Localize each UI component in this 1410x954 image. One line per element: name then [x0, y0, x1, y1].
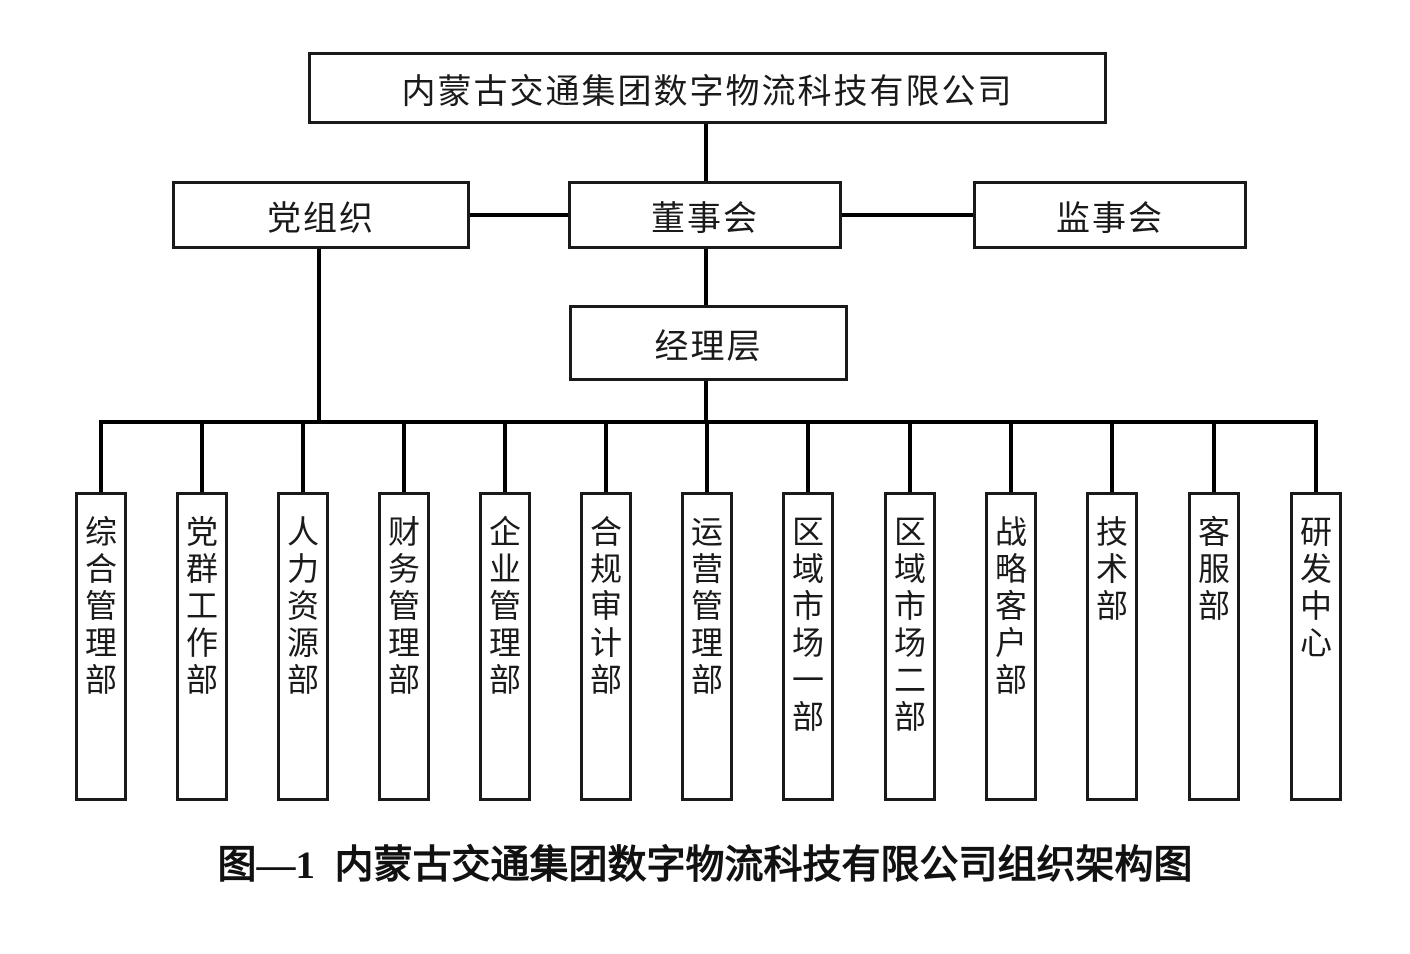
connector-bus-to-dept-13 [1314, 424, 1318, 492]
connector-bus-to-dept-6 [604, 424, 608, 492]
org-box-management: 经理层 [569, 305, 848, 381]
dept-box-operations-management: 运 营 管 理 部 [681, 492, 733, 801]
dept-box-human-resources: 人 力 资 源 部 [277, 492, 329, 801]
connector-bus-to-dept-7 [705, 424, 709, 492]
org-box-party-label: 党组织 [267, 200, 375, 238]
org-box-root: 内蒙古交通集团数字物流科技有限公司 [308, 52, 1107, 124]
dept-box-compliance-audit: 合 规 审 计 部 [580, 492, 632, 801]
dept-box-technology: 技 术 部 [1086, 492, 1138, 801]
connector-party-to-board [470, 213, 568, 217]
org-box-root-label: 内蒙古交通集团数字物流科技有限公司 [401, 73, 1014, 111]
org-box-supervisory: 监事会 [973, 181, 1247, 249]
connector-bus-to-dept-10 [1009, 424, 1013, 492]
connector-board-to-supervisory [842, 213, 973, 217]
department-bus-line [99, 420, 1318, 424]
connector-root-to-board [704, 124, 708, 181]
dept-box-enterprise-management: 企 业 管 理 部 [479, 492, 531, 801]
dept-box-finance-management: 财 务 管 理 部 [378, 492, 430, 801]
connector-management-to-bus [704, 381, 708, 420]
connector-bus-to-dept-3 [301, 424, 305, 492]
connector-bus-to-dept-8 [806, 424, 810, 492]
dept-box-party-mass-work: 党 群 工 作 部 [176, 492, 228, 801]
connector-party-to-bus [317, 249, 321, 420]
org-box-board-label: 董事会 [651, 200, 759, 238]
connector-bus-to-dept-11 [1110, 424, 1114, 492]
org-box-supervisory-label: 监事会 [1056, 200, 1164, 238]
org-box-management-label: 经理层 [654, 328, 763, 366]
org-box-party: 党组织 [172, 181, 470, 249]
dept-box-general-management: 综 合 管 理 部 [75, 492, 127, 801]
dept-box-rnd-center: 研 发 中 心 [1290, 492, 1342, 801]
dept-box-regional-market-1: 区 域 市 场 一 部 [782, 492, 834, 801]
dept-box-customer-service: 客 服 部 [1188, 492, 1240, 801]
connector-bus-to-dept-5 [503, 424, 507, 492]
connector-bus-to-dept-9 [908, 424, 912, 492]
connector-bus-to-dept-4 [402, 424, 406, 492]
figure-caption: 图—1 内蒙古交通集团数字物流科技有限公司组织架构图 [217, 844, 1193, 887]
dept-box-strategic-clients: 战 略 客 户 部 [985, 492, 1037, 801]
connector-bus-to-dept-12 [1212, 424, 1216, 492]
connector-bus-to-dept-1 [99, 424, 103, 492]
dept-box-regional-market-2: 区 域 市 场 二 部 [884, 492, 936, 801]
connector-board-to-management [704, 249, 708, 305]
org-box-board: 董事会 [568, 181, 842, 249]
connector-bus-to-dept-2 [200, 424, 204, 492]
